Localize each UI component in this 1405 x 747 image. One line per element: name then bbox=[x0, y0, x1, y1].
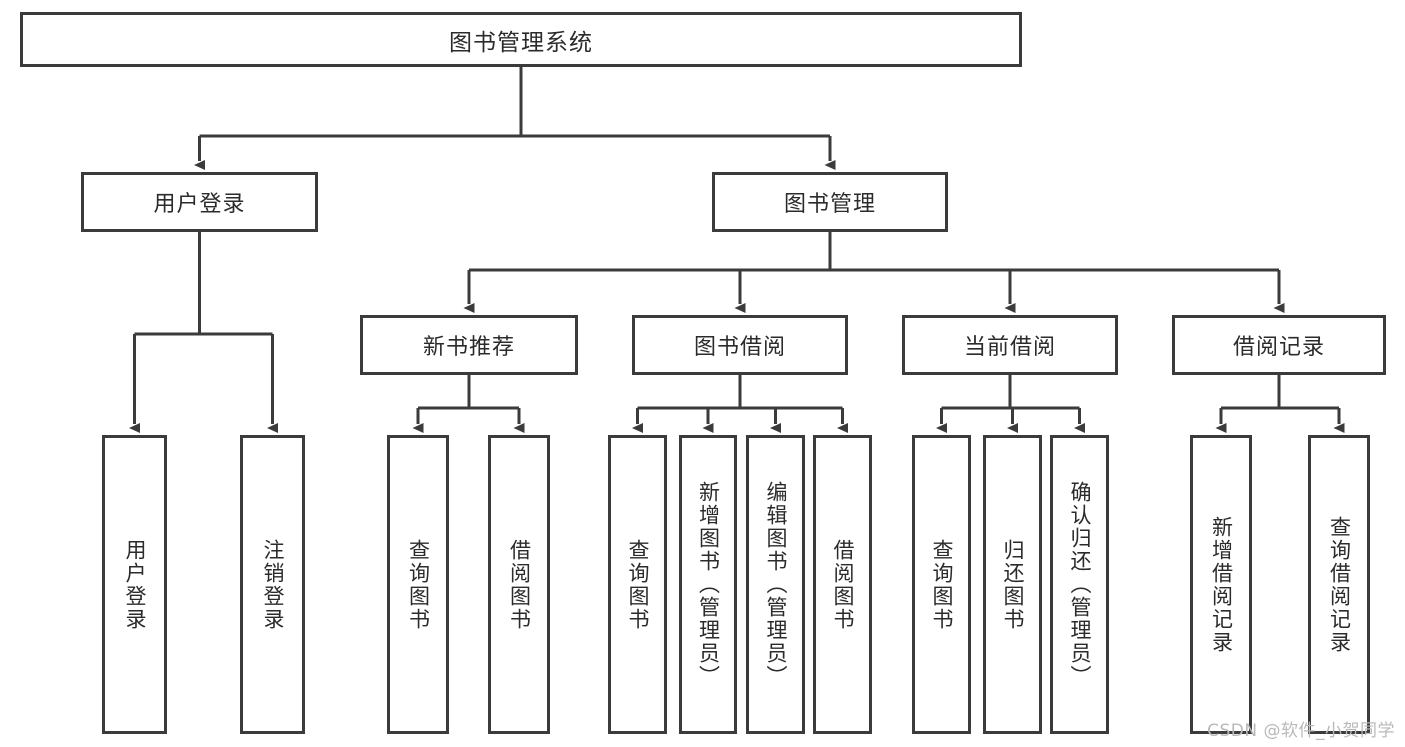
node-book-manage[interactable]: 图书管理 bbox=[712, 172, 948, 232]
node-leaf-query-book-2[interactable]: 查询图书 bbox=[608, 435, 667, 734]
node-leaf-edit-book[interactable]: 编辑图书（管理员） bbox=[746, 435, 805, 734]
node-label: 图书管理 bbox=[783, 192, 876, 217]
node-label: 归还图书 bbox=[1001, 538, 1025, 631]
node-label: 当前借阅 bbox=[963, 335, 1056, 360]
node-label: 查询图书 bbox=[626, 538, 650, 631]
node-new-book-rec[interactable]: 新书推荐 bbox=[360, 315, 578, 375]
node-label: 图书借阅 bbox=[693, 335, 786, 360]
node-leaf-confirm-return[interactable]: 确认归还（管理员） bbox=[1050, 435, 1109, 734]
node-current-borrow[interactable]: 当前借阅 bbox=[902, 315, 1118, 375]
node-label: 确认归还（管理员） bbox=[1068, 481, 1092, 688]
node-label: 借阅图书 bbox=[831, 538, 855, 631]
node-label: 图书管理系统 bbox=[449, 29, 593, 56]
node-leaf-query-book-3[interactable]: 查询图书 bbox=[912, 435, 971, 734]
node-leaf-borrow-book-1[interactable]: 借阅图书 bbox=[488, 435, 550, 734]
node-leaf-query-book-1[interactable]: 查询图书 bbox=[387, 435, 449, 734]
node-label: 用户登录 bbox=[153, 192, 246, 217]
node-user-login[interactable]: 用户登录 bbox=[81, 172, 318, 232]
node-label: 注销登录 bbox=[261, 538, 285, 631]
node-label: 新增图书（管理员） bbox=[696, 481, 721, 688]
node-label: 新书推荐 bbox=[422, 335, 515, 360]
node-root[interactable]: 图书管理系统 bbox=[20, 12, 1022, 67]
node-leaf-borrow-book-2[interactable]: 借阅图书 bbox=[813, 435, 872, 734]
watermark-text: CSDN @软件_小贺同学 bbox=[1207, 721, 1395, 741]
node-leaf-query-record[interactable]: 查询借阅记录 bbox=[1308, 435, 1370, 734]
node-label: 借阅记录 bbox=[1232, 335, 1325, 360]
node-label: 查询借阅记录 bbox=[1327, 515, 1352, 654]
node-leaf-add-book[interactable]: 新增图书（管理员） bbox=[679, 435, 737, 734]
node-book-borrow[interactable]: 图书借阅 bbox=[632, 315, 848, 375]
node-label: 查询图书 bbox=[930, 538, 954, 631]
node-label: 用户登录 bbox=[123, 538, 147, 631]
node-label: 编辑图书（管理员） bbox=[764, 481, 788, 688]
node-leaf-user-login[interactable]: 用户登录 bbox=[102, 435, 167, 734]
node-borrow-record[interactable]: 借阅记录 bbox=[1172, 315, 1386, 375]
node-leaf-logout[interactable]: 注销登录 bbox=[240, 435, 305, 734]
node-leaf-return-book[interactable]: 归还图书 bbox=[983, 435, 1042, 734]
node-label: 新增借阅记录 bbox=[1209, 515, 1234, 654]
node-label: 查询图书 bbox=[406, 538, 431, 631]
node-leaf-add-record[interactable]: 新增借阅记录 bbox=[1190, 435, 1252, 734]
node-label: 借阅图书 bbox=[507, 538, 532, 631]
